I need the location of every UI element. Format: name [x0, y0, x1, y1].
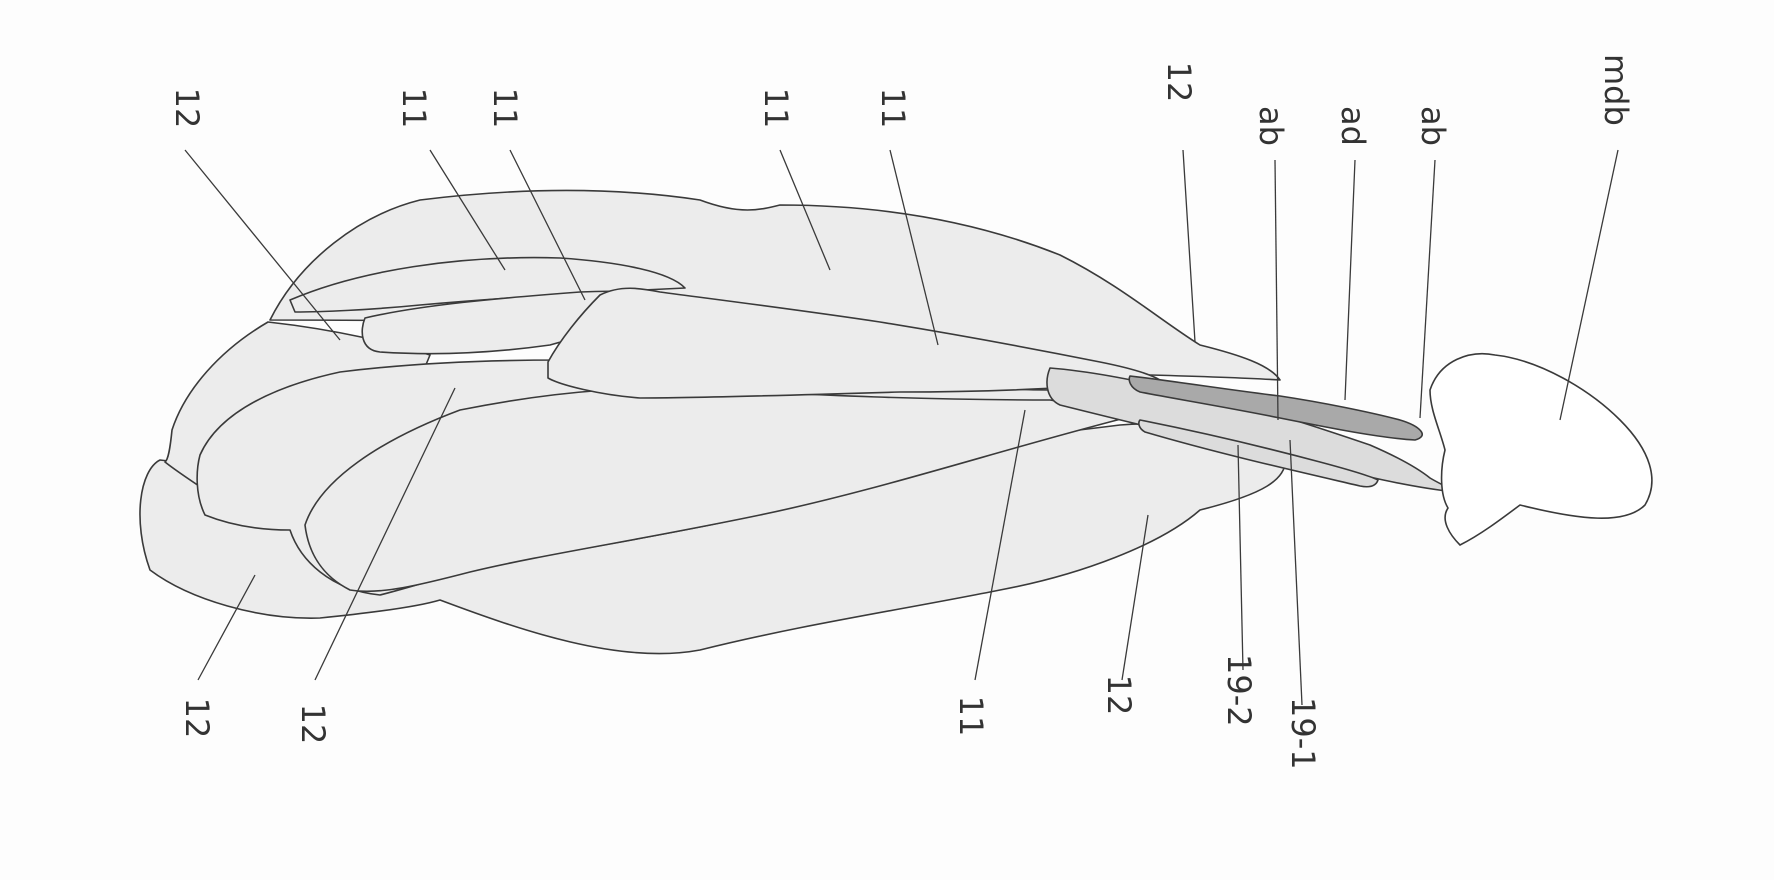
label-top-ab-1: ab — [1252, 106, 1290, 146]
label-top-12-right: 12 — [1160, 62, 1198, 103]
label-top-mdb: mdb — [1597, 54, 1635, 126]
leader-top-12-right — [1183, 150, 1195, 342]
label-bottom-19-1: 19-1 — [1284, 697, 1322, 770]
leader-top-ab-2 — [1420, 160, 1435, 418]
leader-top-mdb — [1560, 150, 1618, 420]
label-top-12-left: 12 — [168, 88, 206, 129]
label-bottom-12-a: 12 — [178, 698, 216, 739]
leader-top-ad — [1345, 160, 1355, 400]
leader-top-ab-1 — [1275, 160, 1278, 420]
label-top-11-d: 11 — [874, 88, 912, 129]
label-top-ab-2: ab — [1414, 106, 1452, 146]
label-top-11-a: 11 — [395, 88, 433, 129]
leader-bottom-19-1 — [1290, 440, 1302, 705]
label-bottom-12-c: 12 — [1100, 675, 1138, 716]
label-bottom-19-2: 19-2 — [1220, 654, 1258, 727]
label-bottom-12-b: 12 — [294, 704, 332, 745]
mandible-head — [1430, 354, 1652, 545]
label-top-11-b: 11 — [486, 88, 524, 129]
leader-top-12-left — [185, 150, 340, 340]
label-bottom-11: 11 — [952, 696, 990, 737]
label-top-11-c: 11 — [757, 88, 795, 129]
label-top-ad: ad — [1334, 106, 1372, 146]
